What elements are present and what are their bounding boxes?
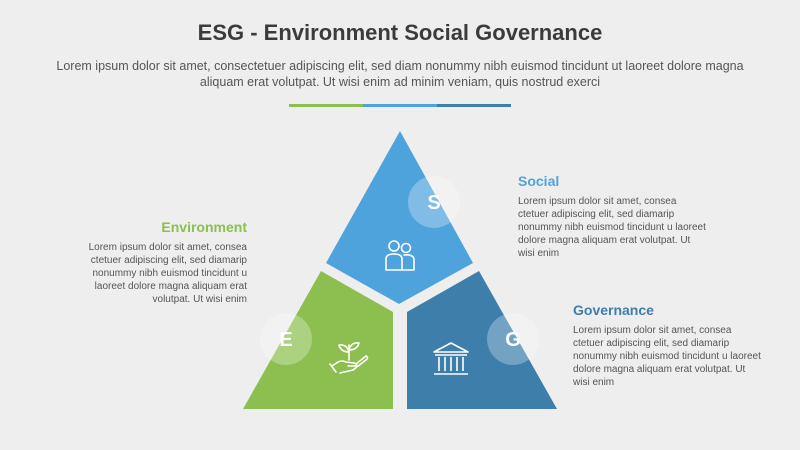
social-badge: S — [408, 176, 460, 228]
governance-text: Lorem ipsum dolor sit amet, consea ctetu… — [573, 325, 761, 388]
environment-letter: E — [279, 329, 292, 351]
environment-segment[interactable] — [243, 271, 393, 409]
environment-heading: Environment — [161, 219, 247, 235]
underline-governance — [437, 104, 511, 107]
bank-building-icon — [433, 342, 469, 375]
social-heading: Social — [518, 173, 560, 189]
social-segment[interactable] — [326, 131, 473, 304]
hand-plant-icon — [329, 342, 369, 374]
social-description-block: Social Lorem ipsum dolor sit amet, conse… — [518, 173, 708, 260]
page-title: ESG - Environment Social Governance — [197, 20, 603, 45]
page-description: Lorem ipsum dolor sit amet, consectetuer… — [56, 59, 744, 89]
social-letter: S — [427, 192, 440, 214]
underline-social — [363, 104, 437, 107]
underline-environment — [289, 104, 363, 107]
people-icon — [385, 240, 415, 271]
environment-description-block: Environment Lorem ipsum dolor sit amet, … — [62, 219, 247, 306]
governance-letter: G — [505, 329, 521, 351]
title-underline — [289, 104, 511, 107]
social-text: Lorem ipsum dolor sit amet, consea ctetu… — [518, 196, 706, 259]
environment-badge: E — [260, 313, 312, 365]
governance-description-block: Governance Lorem ipsum dolor sit amet, c… — [573, 302, 763, 389]
governance-badge: G — [487, 313, 539, 365]
governance-heading: Governance — [573, 302, 654, 318]
environment-text: Lorem ipsum dolor sit amet, consea ctetu… — [88, 242, 247, 305]
